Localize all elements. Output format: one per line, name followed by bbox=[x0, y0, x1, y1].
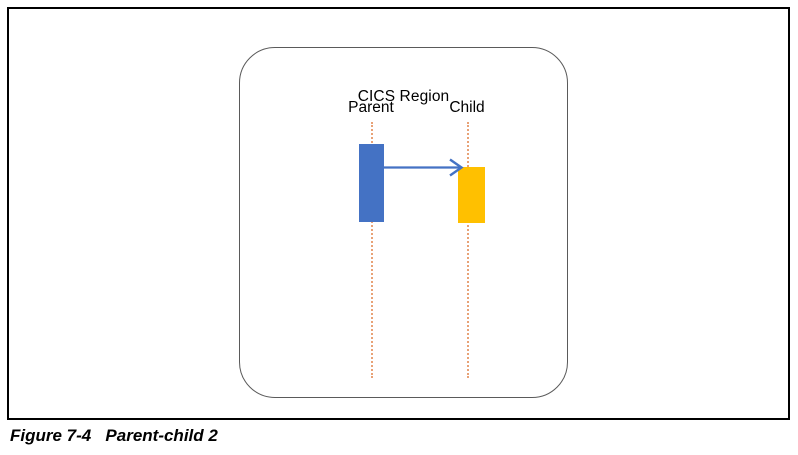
arrow-head bbox=[449, 158, 464, 177]
lifeline-child bbox=[467, 122, 469, 378]
message-arrow-parent-to-child bbox=[381, 158, 464, 177]
participant-label-parent: Parent bbox=[348, 99, 394, 116]
figure-frame: CICS Region Parent Child bbox=[7, 7, 790, 420]
cics-region-boundary: CICS Region bbox=[239, 47, 568, 398]
figure-caption: Figure 7-4 Parent-child 2 bbox=[10, 426, 218, 445]
lifeline-parent bbox=[371, 122, 373, 378]
activation-bar-parent bbox=[359, 144, 384, 222]
participant-label-child: Child bbox=[449, 99, 485, 116]
activation-bar-child bbox=[458, 167, 485, 223]
cics-region-label: CICS Region bbox=[357, 88, 450, 105]
